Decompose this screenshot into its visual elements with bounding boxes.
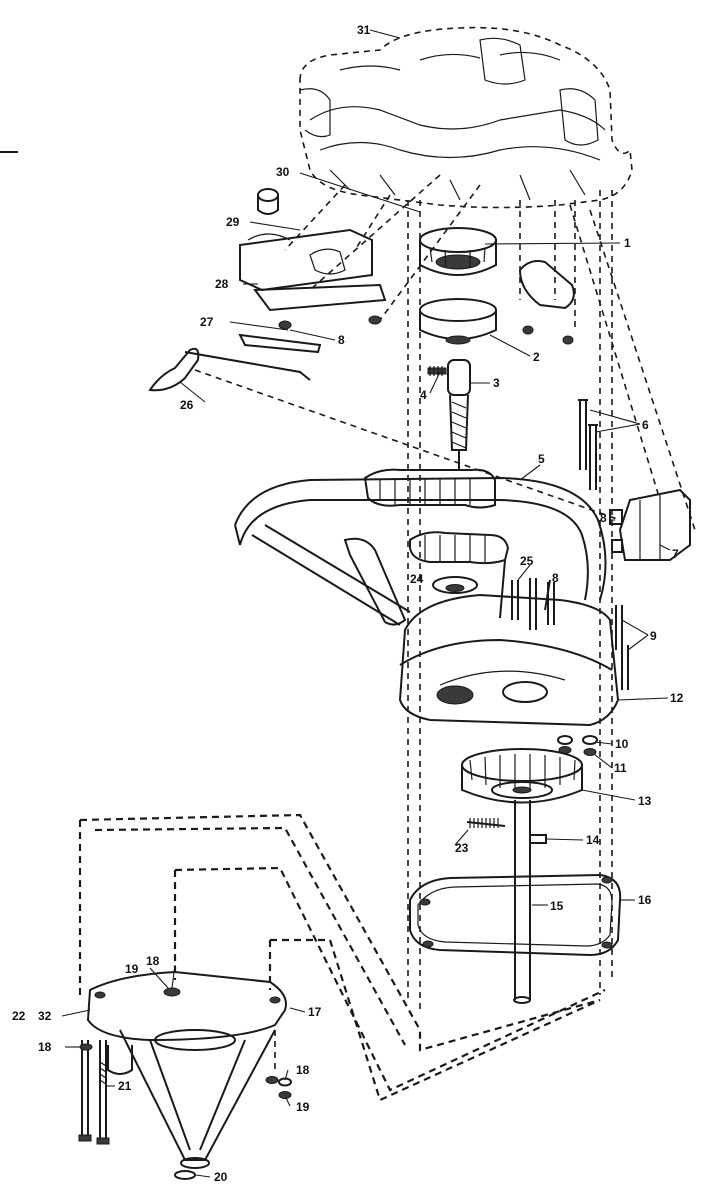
callout-31: 31	[357, 23, 371, 37]
callout-13: 13	[638, 794, 652, 808]
callout-1: 1	[624, 236, 631, 250]
projection-lines	[194, 174, 696, 1010]
engine	[299, 26, 633, 209]
callout-18-upper: 18	[146, 954, 160, 968]
callout-15: 15	[550, 899, 564, 913]
leader-lines	[61, 29, 671, 1178]
callout-28: 28	[215, 277, 229, 291]
callout-17: 17	[308, 1005, 322, 1019]
callout-8-upper: 8	[338, 333, 345, 347]
callout-23: 23	[455, 841, 469, 855]
callout-16: 16	[638, 893, 652, 907]
set-screw	[427, 366, 447, 376]
lower-gear-case	[86, 970, 287, 1169]
output-shaft	[513, 800, 531, 1004]
callout-32: 32	[38, 1009, 52, 1023]
callout-5: 5	[538, 452, 545, 466]
callout-18-right: 18	[296, 1063, 310, 1077]
callout-26: 26	[180, 398, 194, 412]
washers	[557, 735, 598, 756]
callout-10: 10	[615, 737, 629, 751]
callout-22: 22	[12, 1009, 26, 1023]
output-gear	[461, 748, 583, 804]
lower-projection-lines	[78, 813, 606, 1102]
screws	[511, 578, 629, 690]
callout-3: 3	[493, 376, 500, 390]
callout-8-mid: 8	[552, 571, 559, 585]
mount-bracket	[609, 488, 691, 561]
callout-21: 21	[118, 1079, 132, 1093]
callout-14: 14	[586, 833, 600, 847]
housing-gasket	[409, 873, 622, 957]
callout-24: 24	[410, 572, 424, 586]
key-and-spring	[466, 818, 547, 844]
clutch-shoe	[419, 298, 497, 345]
callout-19-lower: 19	[296, 1100, 310, 1114]
clutch-drum	[419, 227, 497, 276]
handlebar	[234, 468, 607, 626]
callout-30: 30	[276, 165, 290, 179]
callout-labels: 31 30 1 29 28 27 8 2 4 3 26 6 5 8 7 25 8…	[12, 23, 684, 1184]
cover-plate	[518, 260, 575, 345]
callout-7: 7	[672, 547, 679, 561]
callout-8-right: 8	[600, 511, 607, 525]
gear-housing	[398, 559, 620, 727]
callout-11: 11	[614, 761, 627, 775]
callout-25: 25	[520, 554, 534, 568]
seal	[174, 1170, 196, 1180]
callout-2: 2	[533, 350, 540, 364]
callout-4: 4	[420, 388, 427, 402]
callout-19-upper: 19	[125, 962, 139, 976]
callout-9: 9	[650, 629, 657, 643]
callout-29: 29	[226, 215, 240, 229]
bolts	[578, 399, 598, 490]
pinion-shaft	[447, 359, 471, 470]
long-bolts	[78, 1040, 110, 1145]
callout-6: 6	[642, 418, 649, 432]
throttle-lever	[148, 315, 382, 392]
callout-12: 12	[670, 691, 684, 705]
callout-20: 20	[214, 1170, 228, 1184]
callout-18-left: 18	[38, 1040, 52, 1054]
throttle-bracket	[239, 188, 387, 312]
callout-27: 27	[200, 315, 214, 329]
